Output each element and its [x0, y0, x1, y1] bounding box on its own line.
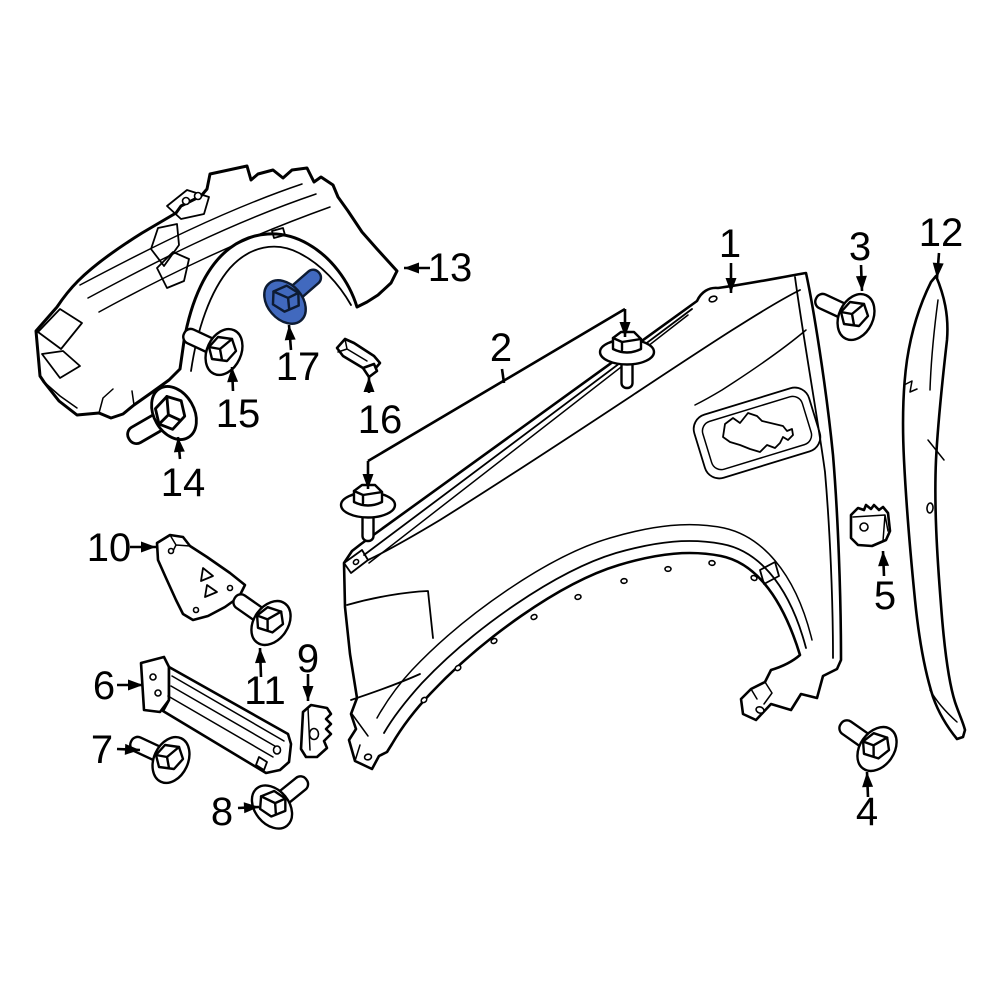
part-number-label-10: 10: [87, 526, 132, 570]
part-number-label-1: 1: [719, 222, 741, 266]
part-number-label-13: 13: [428, 246, 473, 290]
callout-arrowhead-4: [862, 772, 874, 788]
callout-arrowhead-1: [725, 278, 737, 293]
callout-line-2: [367, 307, 626, 463]
part-number-label-6: 6: [93, 664, 115, 708]
part-10-bracket: [155, 533, 247, 622]
part-6-support-rail: [139, 655, 293, 775]
part-number-label-16: 16: [358, 398, 403, 442]
fastener-part-3: [814, 292, 876, 342]
part-9-plate: [299, 703, 333, 759]
fastener-part-14: [126, 385, 198, 446]
fastener-part-7: [129, 735, 191, 785]
part-number-label-12: 12: [919, 211, 964, 255]
part-12-seal-strip: [901, 274, 967, 741]
part-5-bracket: [849, 503, 892, 548]
part-number-label-3: 3: [849, 225, 871, 269]
fastener-part-2: [598, 330, 656, 390]
fasteners-layer: [126, 268, 898, 830]
part-number-label-2: 2: [490, 326, 512, 370]
part-number-label-9: 9: [297, 637, 319, 681]
part-number-label-17: 17: [276, 345, 321, 389]
callout-arrowhead-14: [173, 437, 185, 453]
callout-arrowhead-2: [362, 474, 374, 489]
part-1-front-fender: [342, 271, 843, 771]
fastener-part-11: [232, 593, 292, 647]
callout-arrowhead-9: [302, 686, 314, 701]
callout-arrowhead-17: [284, 325, 296, 341]
callout-arrowhead-3: [855, 275, 867, 291]
callout-arrowhead-11: [255, 648, 267, 664]
part-16-clip: [335, 337, 382, 379]
callout-arrowhead-15: [227, 367, 239, 383]
callout-arrowhead-13: [404, 262, 419, 274]
callout-arrowhead-16: [363, 377, 375, 392]
fastener-part-8: [250, 775, 310, 830]
part-number-label-5: 5: [874, 574, 896, 618]
part-number-label-15: 15: [216, 392, 261, 436]
callout-arrowhead-2: [619, 322, 631, 337]
callout-arrowhead-10: [141, 541, 156, 553]
fastener-part-4: [838, 719, 898, 773]
callout-arrowhead-5: [878, 551, 890, 567]
part-number-label-4: 4: [856, 790, 878, 834]
callout-arrowhead-7: [124, 743, 140, 755]
callout-arrowhead-6: [128, 679, 143, 691]
part-number-label-7: 7: [91, 728, 113, 772]
callout-arrowhead-12: [932, 262, 944, 278]
fastener-part-17-highlighted: [263, 268, 323, 325]
part-number-label-14: 14: [161, 461, 206, 505]
callout-arrowhead-8: [243, 802, 259, 814]
part-number-label-8: 8: [211, 790, 233, 834]
part-13-fender-liner: [34, 164, 399, 420]
fastener-part-2: [339, 483, 397, 543]
fastener-part-15: [182, 327, 244, 377]
part-number-label-11: 11: [244, 669, 286, 713]
